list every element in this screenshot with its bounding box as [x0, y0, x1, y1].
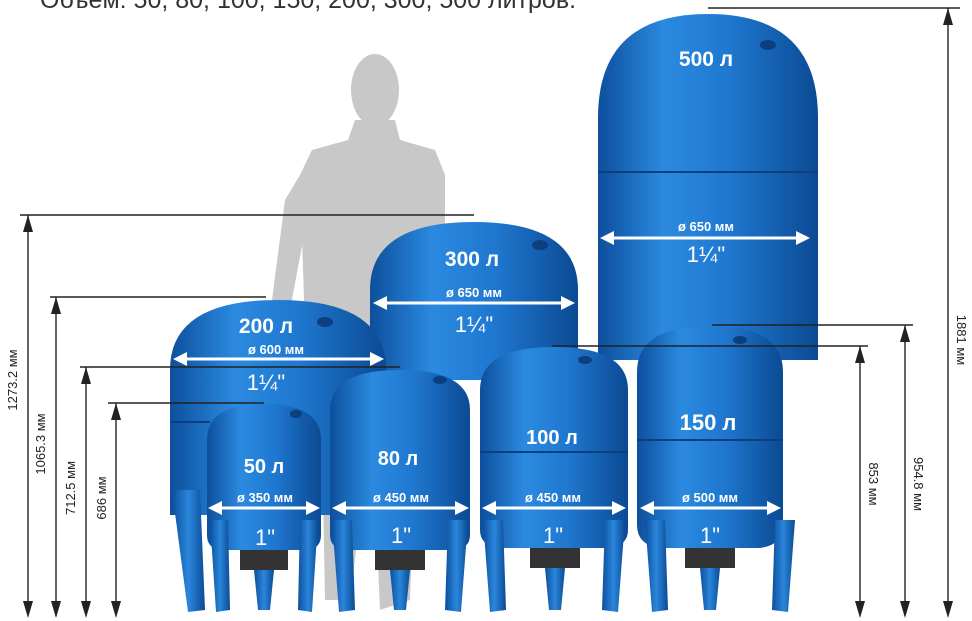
tank-100-diameter: ø 450 мм: [525, 490, 581, 505]
height-label-300: 1065.3 мм: [33, 413, 48, 474]
tank-500-connection: 1¼": [687, 242, 725, 267]
tank-200-diameter: ø 600 мм: [248, 342, 304, 357]
tank-80-diameter: ø 450 мм: [373, 490, 429, 505]
height-label-80: 712.5 мм: [63, 461, 78, 515]
tank-300-connection: 1¼": [455, 312, 493, 337]
tank-150-diameter: ø 500 мм: [682, 490, 738, 505]
tank-500-labels: 500 л ø 650 мм 1¼": [600, 48, 810, 267]
header-text: Объем: 50, 80, 100, 150, 200, 300, 500 л…: [40, 0, 577, 14]
tank-200-volume: 200 л: [239, 315, 293, 338]
tank-150-labels: 150 л ø 500 мм 1": [640, 410, 781, 548]
tank-50-volume: 50 л: [244, 456, 285, 478]
tank-80-connection: 1": [391, 523, 411, 548]
tank-300-volume: 300 л: [445, 248, 499, 271]
tank-50-labels: 50 л ø 350 мм 1": [208, 456, 320, 550]
tank-80-volume: 80 л: [378, 448, 419, 470]
tank-500-diameter: ø 650 мм: [678, 219, 734, 234]
height-label-100: 853 мм: [866, 462, 881, 505]
tank-150: [637, 326, 795, 612]
tank-150-volume: 150 л: [680, 410, 737, 435]
tank-200-labels: 200 л ø 600 мм 1¼": [173, 315, 384, 395]
tank-150-connection: 1": [700, 523, 720, 548]
height-dimensions-right: [552, 7, 960, 618]
tank-300-labels: 300 л ø 650 мм 1¼": [373, 248, 575, 337]
height-label-50: 686 мм: [94, 476, 109, 519]
tank-80-labels: 80 л ø 450 мм 1": [332, 448, 469, 548]
height-label-500: 1881 мм: [954, 315, 969, 365]
tank-500-volume: 500 л: [679, 48, 733, 71]
tank-300-diameter: ø 650 мм: [446, 285, 502, 300]
tank-200-connection: 1¼": [247, 370, 285, 395]
tank-100-labels: 100 л ø 450 мм 1": [482, 427, 626, 548]
tank-80: [330, 370, 470, 612]
tank-300: [370, 222, 578, 380]
tank-50: [207, 404, 321, 612]
tank-100: [480, 347, 628, 612]
height-dimensions-left: [20, 214, 474, 618]
tank-500: [598, 14, 818, 360]
tank-50-diameter: ø 350 мм: [237, 490, 293, 505]
tank-50-connection: 1": [255, 525, 275, 550]
tank-100-connection: 1": [543, 523, 563, 548]
height-label-150: 954.8 мм: [911, 457, 926, 511]
tank-100-volume: 100 л: [526, 427, 578, 449]
height-label-200: 1273.2 мм: [5, 349, 20, 410]
